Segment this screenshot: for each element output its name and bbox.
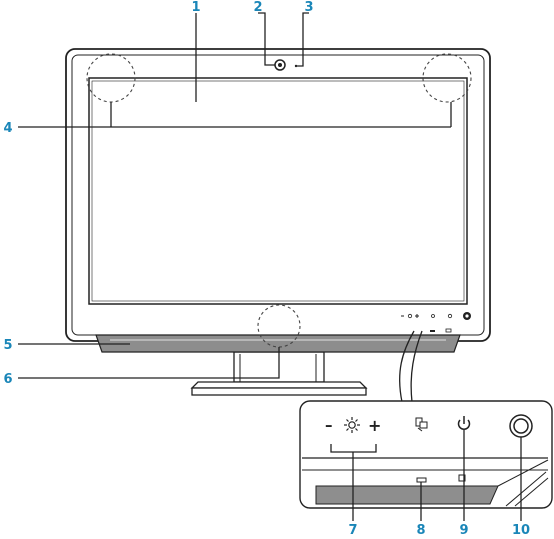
brightness-plus-button: + [368, 416, 381, 435]
webcam-lens [278, 63, 282, 67]
zoom-panel: – + [299, 400, 553, 509]
webcam-led [294, 64, 298, 68]
callout-6: 6 [3, 372, 12, 387]
callout-4: 4 [3, 121, 12, 136]
callout-3: 3 [304, 0, 313, 15]
stand-base-front [191, 387, 367, 396]
power-led [416, 477, 427, 483]
power-icon [457, 416, 471, 431]
screen-inner [91, 80, 465, 302]
front-buttons [401, 312, 471, 333]
callout-8: 8 [416, 523, 425, 538]
zoom-panel-frame [299, 400, 553, 509]
callout-5: 5 [3, 338, 12, 353]
callout-7: 7 [348, 523, 357, 538]
zoom-speaker-bar [315, 485, 499, 505]
screen [88, 77, 468, 305]
brightness-icon [344, 417, 360, 433]
input-select-icon [415, 417, 428, 432]
callout-1: 1 [191, 0, 200, 15]
indicator-mark [458, 474, 466, 482]
callout-2: 2 [253, 0, 262, 15]
callout-10: 10 [512, 523, 530, 538]
zoom-pointer [399, 330, 423, 403]
monitor [65, 48, 491, 353]
zoom-leader-lines [352, 430, 522, 521]
callout-numbers: 1 2 3 4 5 6 7 8 9 10 [3, 0, 530, 538]
callout-9: 9 [459, 523, 468, 538]
brightness-minus-button: – [325, 416, 333, 434]
leader-lines [18, 12, 452, 379]
stand-base [190, 381, 368, 389]
speaker-right-highlight [422, 53, 472, 103]
